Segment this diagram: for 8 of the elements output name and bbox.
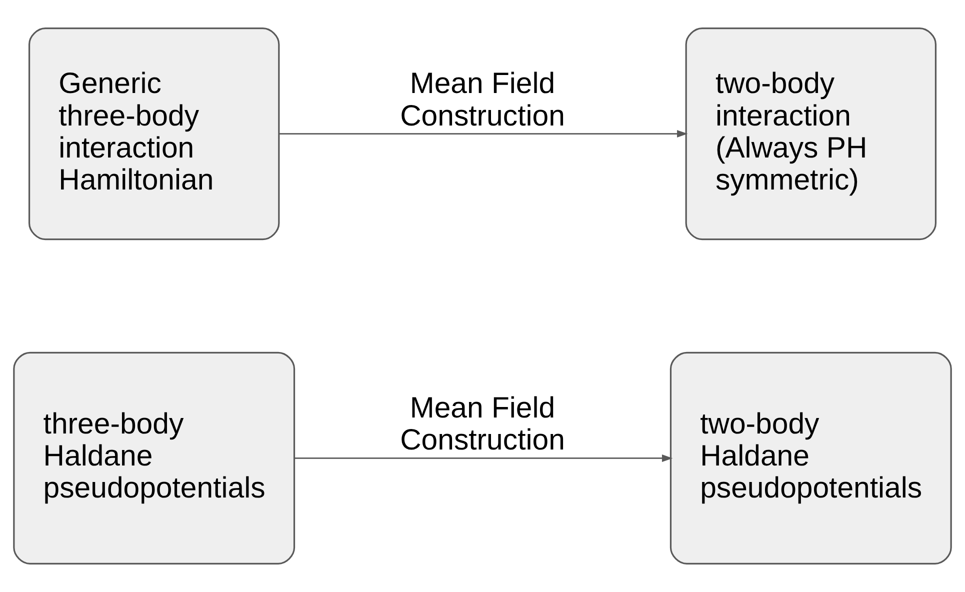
arrow [294, 454, 673, 462]
node-box: Generic three-body interaction Hamiltonian [28, 28, 280, 240]
node-box: three-body Haldane pseudopotentials [13, 352, 296, 564]
arrow [279, 130, 688, 138]
edge-label: Mean Field Construction [400, 67, 565, 132]
edge-label: Mean Field Construction [400, 392, 565, 457]
node-box: two-body interaction (Always PH symmetric) [685, 28, 937, 240]
node-box: two-body Haldane pseudopotentials [670, 352, 952, 564]
